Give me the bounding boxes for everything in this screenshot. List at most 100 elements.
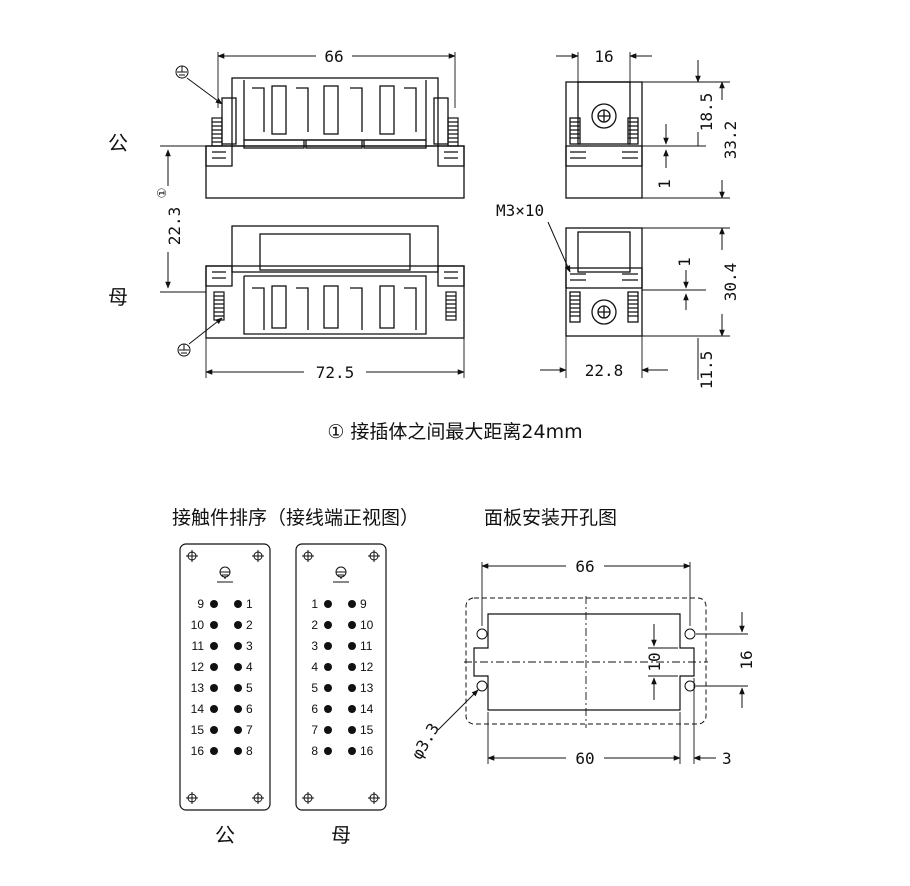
male-pin-dot [234, 600, 242, 608]
male-pin-label-left: 13 [191, 681, 205, 695]
female-pin-label-left: 4 [311, 660, 318, 674]
label-male-bottom: 公 [215, 823, 235, 847]
female-pin-dot [324, 747, 332, 755]
female-pin-label-left: 6 [311, 702, 318, 716]
female-body-base [205, 265, 465, 339]
male-pin-label-right: 7 [246, 723, 253, 737]
male-pin-label-right: 5 [246, 681, 253, 695]
female-pin-dot [348, 600, 356, 608]
male-slot-2 [323, 85, 339, 135]
male-ground-callout [175, 65, 223, 105]
male-pin-label-left: 15 [191, 723, 205, 737]
label-male-top: 公 [108, 131, 128, 155]
male-pin-dot [234, 747, 242, 755]
male-pin-label-left: 14 [191, 702, 205, 716]
male-mount-holes [186, 550, 264, 804]
female-pin-label-left: 1 [311, 597, 318, 611]
female-pin-label-right: 15 [360, 723, 374, 737]
dim-side2-h2-text: 11.5 [697, 351, 716, 390]
male-pin-dot [210, 684, 218, 692]
male-pin-label-left: 10 [191, 618, 205, 632]
male-body-top [231, 77, 439, 147]
male-pin-dot [210, 621, 218, 629]
male-inner-frame [243, 80, 427, 141]
female-body-top [231, 225, 439, 273]
female-pin-dot [348, 663, 356, 671]
male-pin-label-right: 6 [246, 702, 253, 716]
male-pin-label-left: 11 [192, 639, 205, 653]
female-pin-dot [324, 600, 332, 608]
male-screws [211, 117, 459, 147]
female-pin-label-right: 12 [360, 660, 374, 674]
female-pin-label-right: 13 [360, 681, 374, 695]
female-pin-label-left: 5 [311, 681, 318, 695]
cut-inner-text: 60 [575, 749, 594, 768]
dim-side-heights: 18.5 33.2 1 [642, 60, 740, 199]
male-side-view [565, 81, 643, 199]
male-pin-dot [210, 726, 218, 734]
cut-h16-text: 16 [737, 650, 756, 669]
mounting-holes [476, 628, 696, 692]
female-pin-label-left: 7 [311, 723, 318, 737]
female-ground-callout [177, 317, 223, 357]
male-pin-dot [210, 600, 218, 608]
male-slot-1 [271, 85, 287, 135]
cut-width-text: 66 [575, 557, 594, 576]
dim-side2: 30.4 1 11.5 22.8 [540, 227, 740, 390]
female-pin-dot [324, 705, 332, 713]
note-max-distance: ① 接插体之间最大距离24mm [327, 421, 582, 443]
label-female-top: 母 [108, 285, 128, 309]
male-pin-dot [234, 642, 242, 650]
male-pin-label-right: 8 [246, 744, 253, 758]
female-pin-dot [348, 684, 356, 692]
female-screws [213, 291, 457, 321]
dim-side2-h-text: 30.4 [721, 263, 740, 302]
female-pin-dot [348, 642, 356, 650]
female-connector-front-view [205, 225, 465, 339]
male-pin-label-right: 2 [246, 618, 253, 632]
male-pin-dot [234, 663, 242, 671]
female-pin-dot [348, 747, 356, 755]
male-pin-dot [210, 642, 218, 650]
male-pin-label-right: 4 [246, 660, 253, 674]
hole-dia-text: φ3.3 [407, 720, 443, 763]
female-pin-dot [324, 684, 332, 692]
contact-arrangement-title: 接触件排序（接线端正视图） [172, 507, 419, 529]
screw-leader [547, 221, 571, 273]
dim-side-step-text: 1 [655, 179, 674, 189]
female-pin-dot [324, 621, 332, 629]
male-pin-dot [210, 705, 218, 713]
female-pin-dot [324, 726, 332, 734]
male-slot-3 [379, 85, 395, 135]
dim-top-width: 66 [217, 47, 456, 108]
female-pin-label-left: 3 [311, 639, 318, 653]
dim-side2-width-text: 22.8 [585, 361, 624, 380]
dim-side2-step-text: 1 [675, 257, 694, 267]
female-pin-label-right: 9 [360, 597, 367, 611]
male-pin-label-left: 16 [191, 744, 205, 758]
male-pin-dot [210, 663, 218, 671]
male-pin-label-right: 3 [246, 639, 253, 653]
female-pin-dot [348, 705, 356, 713]
male-pin-dot [234, 705, 242, 713]
female-pin-dot [324, 663, 332, 671]
dim-gap-text: 22.3 [165, 207, 184, 246]
panel-cutout-drawing: 66 60 3 10 16 φ3.3 [407, 557, 756, 768]
cutout-outline [473, 613, 695, 711]
panel-cutout-title: 面板安装开孔图 [484, 507, 617, 529]
male-latch-left [205, 145, 233, 167]
female-pin-label-right: 10 [360, 618, 374, 632]
dim-side-width: 16 [556, 47, 652, 82]
female-pin-label-left: 2 [311, 618, 318, 632]
dim-side-h2-text: 33.2 [721, 121, 740, 160]
male-pin-dot [234, 684, 242, 692]
female-pin-dot [324, 642, 332, 650]
male-body-base [205, 145, 465, 199]
male-latch-right [437, 145, 465, 167]
male-pin-dot [210, 747, 218, 755]
male-connector-front-view [205, 77, 465, 199]
